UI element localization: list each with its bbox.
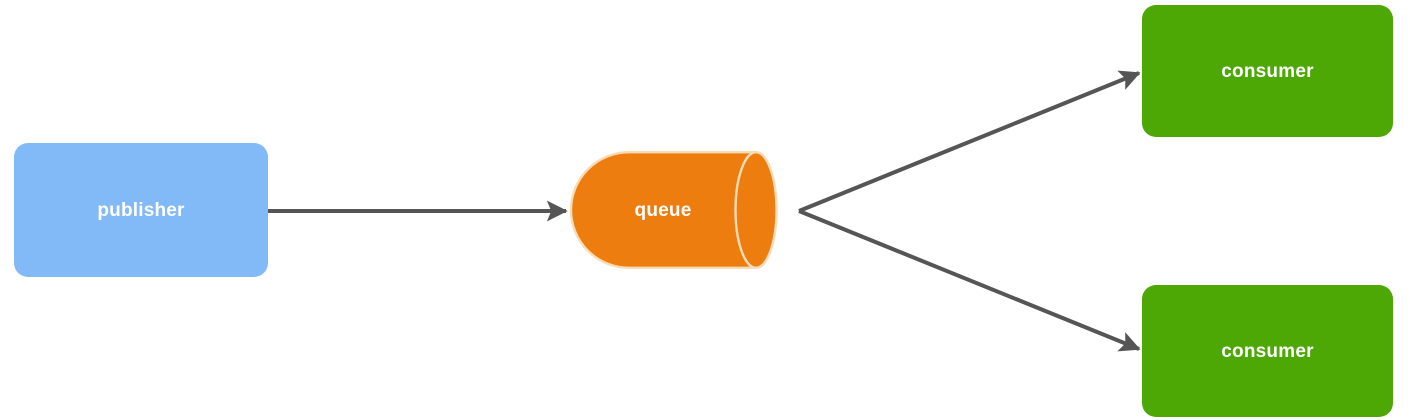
edge-queue-to-consumer-bottom (798, 209, 1141, 352)
cylinder-shape (569, 151, 778, 269)
node-publisher[interactable]: publisher (14, 143, 268, 277)
node-publisher-label: publisher (97, 199, 185, 221)
node-queue[interactable]: queue (569, 151, 797, 269)
node-consumer-bottom[interactable]: consumer (1142, 285, 1393, 417)
node-consumer-top-label: consumer (1221, 60, 1314, 82)
node-consumer-bottom-label: consumer (1221, 340, 1314, 362)
node-queue-label: queue (634, 199, 692, 221)
edge-queue-to-consumer-top (798, 70, 1141, 213)
node-consumer-top[interactable]: consumer (1142, 5, 1393, 137)
